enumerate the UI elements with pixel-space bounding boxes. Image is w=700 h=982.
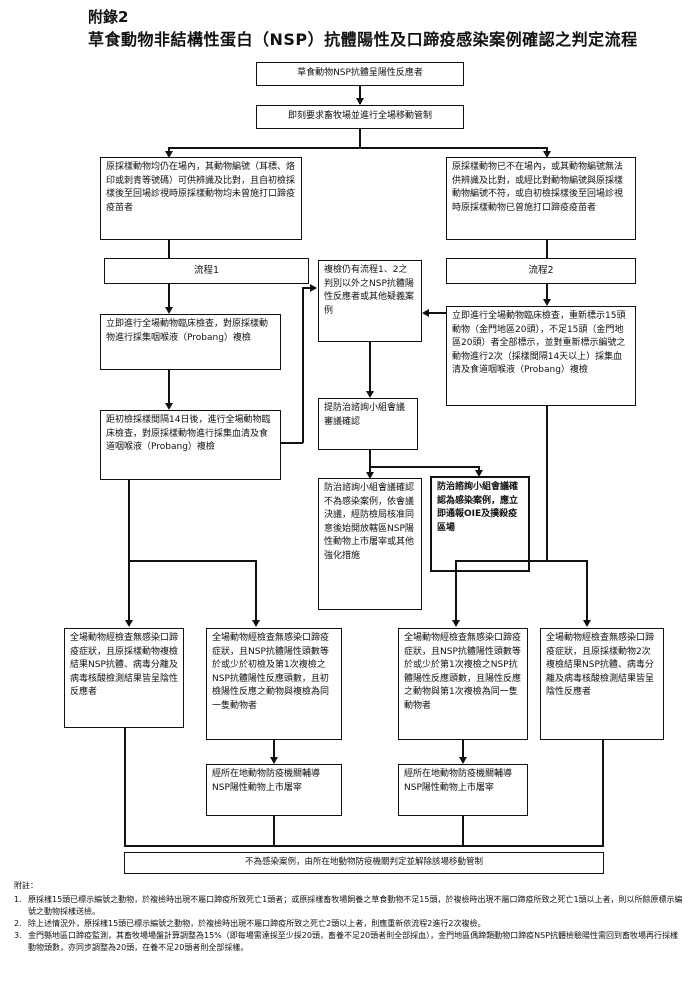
- appendix-label: 附錄2: [88, 8, 129, 26]
- connector: [546, 284, 548, 304]
- connector: [462, 740, 464, 762]
- connector: [546, 406, 548, 560]
- middle-condition-box: 複檢仍有流程1、2之判別以外之NSP抗體陽性反應者或其他疑義案例: [318, 260, 422, 342]
- arrow-head: [583, 620, 591, 627]
- start-box: 草食動物NSP抗體呈陽性反應者: [256, 62, 464, 86]
- arrow-head: [165, 403, 173, 410]
- flow1-step1-box: 立即進行全場動物臨床檢查，對原採樣動物進行採集咽喉液（Probang）複檢: [100, 314, 281, 370]
- footnotes: 附註： 1. 原採樣15頭已標示編號之動物，於複檢時出現不屬口蹄疫所致死亡1頭者…: [14, 880, 686, 954]
- arrow-head: [422, 309, 429, 317]
- arrow-head: [356, 98, 364, 105]
- arrow-head: [459, 757, 467, 764]
- arrow-head: [475, 470, 483, 477]
- connector: [602, 740, 604, 846]
- movement-control-box: 即刻要求畜牧場並進行全場移動管制: [256, 105, 464, 129]
- connector: [586, 560, 588, 624]
- arrow-head: [366, 472, 374, 479]
- connector: [429, 312, 447, 314]
- connector: [168, 240, 170, 258]
- connector: [359, 129, 361, 147]
- connector: [124, 728, 126, 846]
- connector: [369, 342, 371, 396]
- middle-infected-box: 防治諮詢小組會議確認為感染案例，應立即通報OIE及撲殺疫區場: [430, 476, 530, 572]
- connector: [168, 370, 170, 408]
- connector: [462, 816, 464, 846]
- connector: [273, 816, 275, 846]
- arrow-head: [165, 151, 173, 158]
- arrow-head: [165, 307, 173, 314]
- connector: [124, 845, 604, 847]
- sub-outcome3-box: 經所在地動物防疫機關輔導NSP陽性動物上市屠宰: [398, 764, 528, 816]
- footnotes-header: 附註：: [14, 881, 38, 890]
- connector: [168, 147, 547, 149]
- connector: [546, 240, 548, 258]
- page-title: 草食動物非結構性蛋白（NSP）抗體陽性及口蹄疫感染案例確認之判定流程: [88, 30, 638, 49]
- footnote-number: 1.: [14, 895, 22, 904]
- arrow-head: [543, 151, 551, 158]
- outcome3-box: 全場動物經檢查無感染口蹄疫症狀，且NSP抗體陽性頭數等於或少於第1次複檢之NSP…: [398, 628, 528, 740]
- connector: [455, 560, 457, 624]
- outcome4-box: 全場動物經檢查無感染口蹄疫症狀，且原採樣動物2次複檢結果NSP抗體、病毒分離及病…: [540, 628, 664, 740]
- outcome2-box: 全場動物經檢查無感染口蹄疫症狀，且NSP抗體陽性頭數等於或少於初檢及第1次複檢之…: [206, 628, 342, 740]
- connector: [359, 86, 361, 104]
- connector: [369, 466, 371, 476]
- flow1-step2-box: 距初檢採樣間隔14日後，進行全場動物臨床檢查，對原採樣動物進行採集血清及食道咽喉…: [100, 410, 281, 480]
- arrow-head: [366, 391, 374, 398]
- connector: [302, 287, 316, 289]
- footnote-number: 3.: [14, 931, 22, 940]
- connector: [128, 560, 130, 624]
- arrow-head: [252, 620, 260, 627]
- connector: [273, 740, 275, 762]
- footnote-text: 原採樣15頭已標示編號之動物，於複檢時出現不屬口蹄疫所致死亡1頭者；或原採樣畜牧…: [28, 895, 683, 916]
- footnote-text: 除上述情況外，原採樣15頭已標示編號之動物，於複檢時出現不屬口蹄疫所致之死亡2頭…: [28, 919, 486, 928]
- right-condition-box: 原採樣動物已不在場內，或其動物編號無法供辨識及比對，或經比對動物編號與原採樣動物…: [446, 157, 636, 240]
- sub-outcome2-box: 經所在地動物防疫機關輔導NSP陽性動物上市屠宰: [206, 764, 342, 816]
- footnote-item: 1. 原採樣15頭已標示編號之動物，於複檢時出現不屬口蹄疫所致死亡1頭者；或原採…: [14, 894, 686, 918]
- middle-not-infected-box: 防治諮詢小組會議確認不為感染案例，依會議決議，經防檢局核准同意後始開放轄區NSP…: [318, 478, 422, 610]
- arrow-head: [310, 284, 317, 292]
- left-condition-box: 原採樣動物均仍在場內，其動物編號（耳標、烙印或刺青等號碼）可供辨識及比對，且自初…: [100, 157, 302, 240]
- flow1-label: 流程1: [104, 258, 309, 284]
- connector: [281, 442, 303, 444]
- connector: [255, 560, 257, 624]
- arrow-head: [270, 757, 278, 764]
- outcome1-box: 全場動物經檢查無感染口蹄疫症狀，且原採樣動物複檢結果NSP抗體、病毒分離及病毒核…: [64, 628, 184, 728]
- middle-review-box: 提防治諮詢小組會議審議確認: [318, 398, 418, 450]
- connector: [455, 560, 587, 562]
- footnote-number: 2.: [14, 919, 22, 928]
- footnote-item: 2. 除上述情況外，原採樣15頭已標示編號之動物，於複檢時出現不屬口蹄疫所致之死…: [14, 918, 686, 930]
- connector: [128, 480, 130, 560]
- final-box: 不為感染案例，由所在地動物防疫機關判定並解除該場移動管制: [124, 852, 604, 874]
- flow2-label: 流程2: [446, 258, 636, 284]
- footnote-text: 金門縣地區口蹄疫監測，其畜牧場場盤計算調整為15%（即每場需達採至少採20頭，畜…: [28, 931, 679, 952]
- connector: [128, 560, 256, 562]
- connector: [302, 287, 304, 443]
- arrow-head: [125, 620, 133, 627]
- connector: [168, 284, 170, 312]
- flow2-step1-box: 立即進行全場動物臨床檢查，重新標示15頭動物（金門地區20頭），不足15頭（金門…: [446, 306, 636, 406]
- connector: [369, 450, 371, 466]
- arrow-head: [452, 620, 460, 627]
- footnote-item: 3. 金門縣地區口蹄疫監測，其畜牧場場盤計算調整為15%（即每場需達採至少採20…: [14, 930, 686, 954]
- arrow-head: [543, 299, 551, 306]
- connector: [369, 466, 479, 468]
